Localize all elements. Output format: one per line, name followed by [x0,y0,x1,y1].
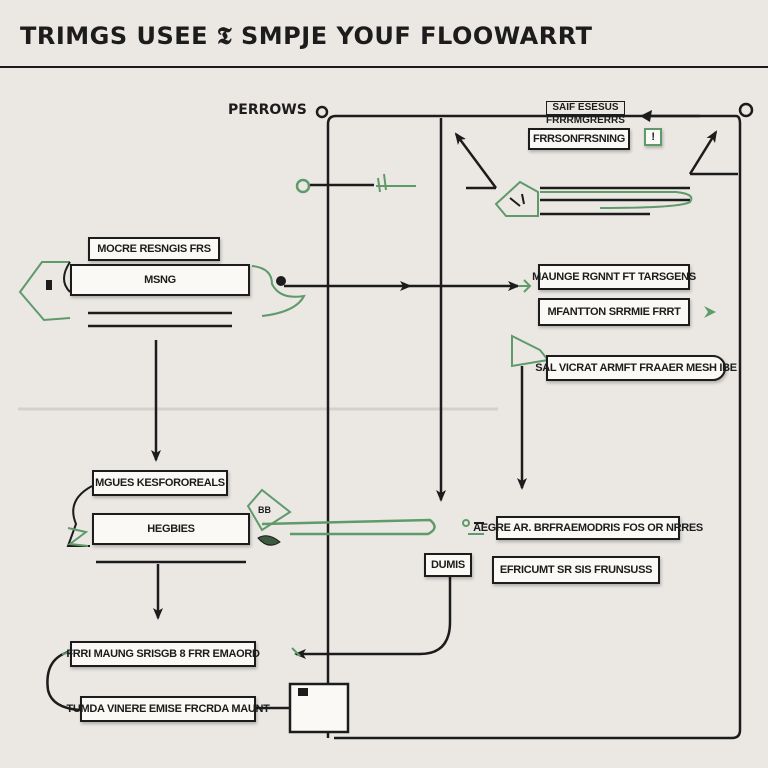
right-5-box[interactable]: EFRICUMT SR SIS FRUNSUSS [492,556,660,584]
bottom-square [288,682,350,734]
small-tag-box[interactable]: DUMIS [424,553,472,577]
leaf-icon [257,535,281,546]
left-1-header-box[interactable]: MOCRE RESNGIS FRS [88,237,220,261]
left-2-main-box[interactable]: HEGBIES [92,513,250,545]
perows-label: PERROWS [228,102,307,118]
right-2-box[interactable]: MFANTTON SRRMIE FRRT [538,298,690,326]
left-bracket-2 [66,485,93,547]
title-divider [0,66,768,68]
left-bracket-1 [18,261,71,322]
outer-frame-line [326,114,742,740]
dot-1 [462,519,470,527]
right-4-box[interactable]: AEGRE AR. BRFRAEMODRIS FOS OR NRRES [473,516,703,540]
angle-arrow-left [456,134,498,190]
top-stack-line-2: FRRRMGRERRS [546,115,625,126]
left-2-header-box[interactable]: MGUES KESFOROREALS [92,470,228,496]
green-spark-right [704,306,716,318]
left-bracket-1-dark [63,261,71,293]
bottom-square-mark [298,688,308,696]
green-node-upper [295,178,311,194]
bottom-left-loop [46,650,81,712]
green-arrow-right-top [518,279,532,293]
diamond-mark: BB [258,505,271,515]
green-connector-mid [261,518,436,536]
green-diamond [246,488,292,532]
page-title: TRIMGS USEE 𝕿 SMPJE YOUF FLOOWARRT [20,22,593,50]
right-3-box[interactable]: SAL VICRAT ARMFT FRAAER MESH IBE [535,355,737,381]
top-right-arrowhead [640,110,652,122]
tag-icon-mark [509,193,525,207]
green-squiggle-upper [376,173,416,193]
tag-icon [494,180,539,217]
lower-curve-connector [294,562,452,659]
angle-arrow-right [688,132,738,176]
frame-end-node-left [315,105,329,119]
small-marker [46,280,52,290]
green-tick-lower [291,647,301,657]
right-1-box[interactable]: MAUNGE RGNNT FT TARSGENS [532,264,696,290]
left-3-header-box[interactable]: FRRI MAUNG SRISGB 8 FRR EMAORD [66,641,260,667]
green-z-2 [67,527,89,547]
green-curl-1 [251,265,306,317]
left-1-main-box[interactable]: MSNG [70,264,250,296]
green-curve-top [540,191,693,209]
top-stack-line-1: SAIF ESESUS [546,101,625,115]
main-arrow-start-node [276,276,286,286]
lock-icon[interactable]: ! [644,128,662,146]
frame-end-node-right [738,102,754,118]
top-stack-label: SAIF ESESUS FRRRMGRERRS [546,101,625,127]
top-stack-box[interactable]: FRRSONFRSNING [528,128,630,150]
left-3-main-box[interactable]: TUMDA VINERE EMISE FRCRDA MAUNT [66,696,270,722]
